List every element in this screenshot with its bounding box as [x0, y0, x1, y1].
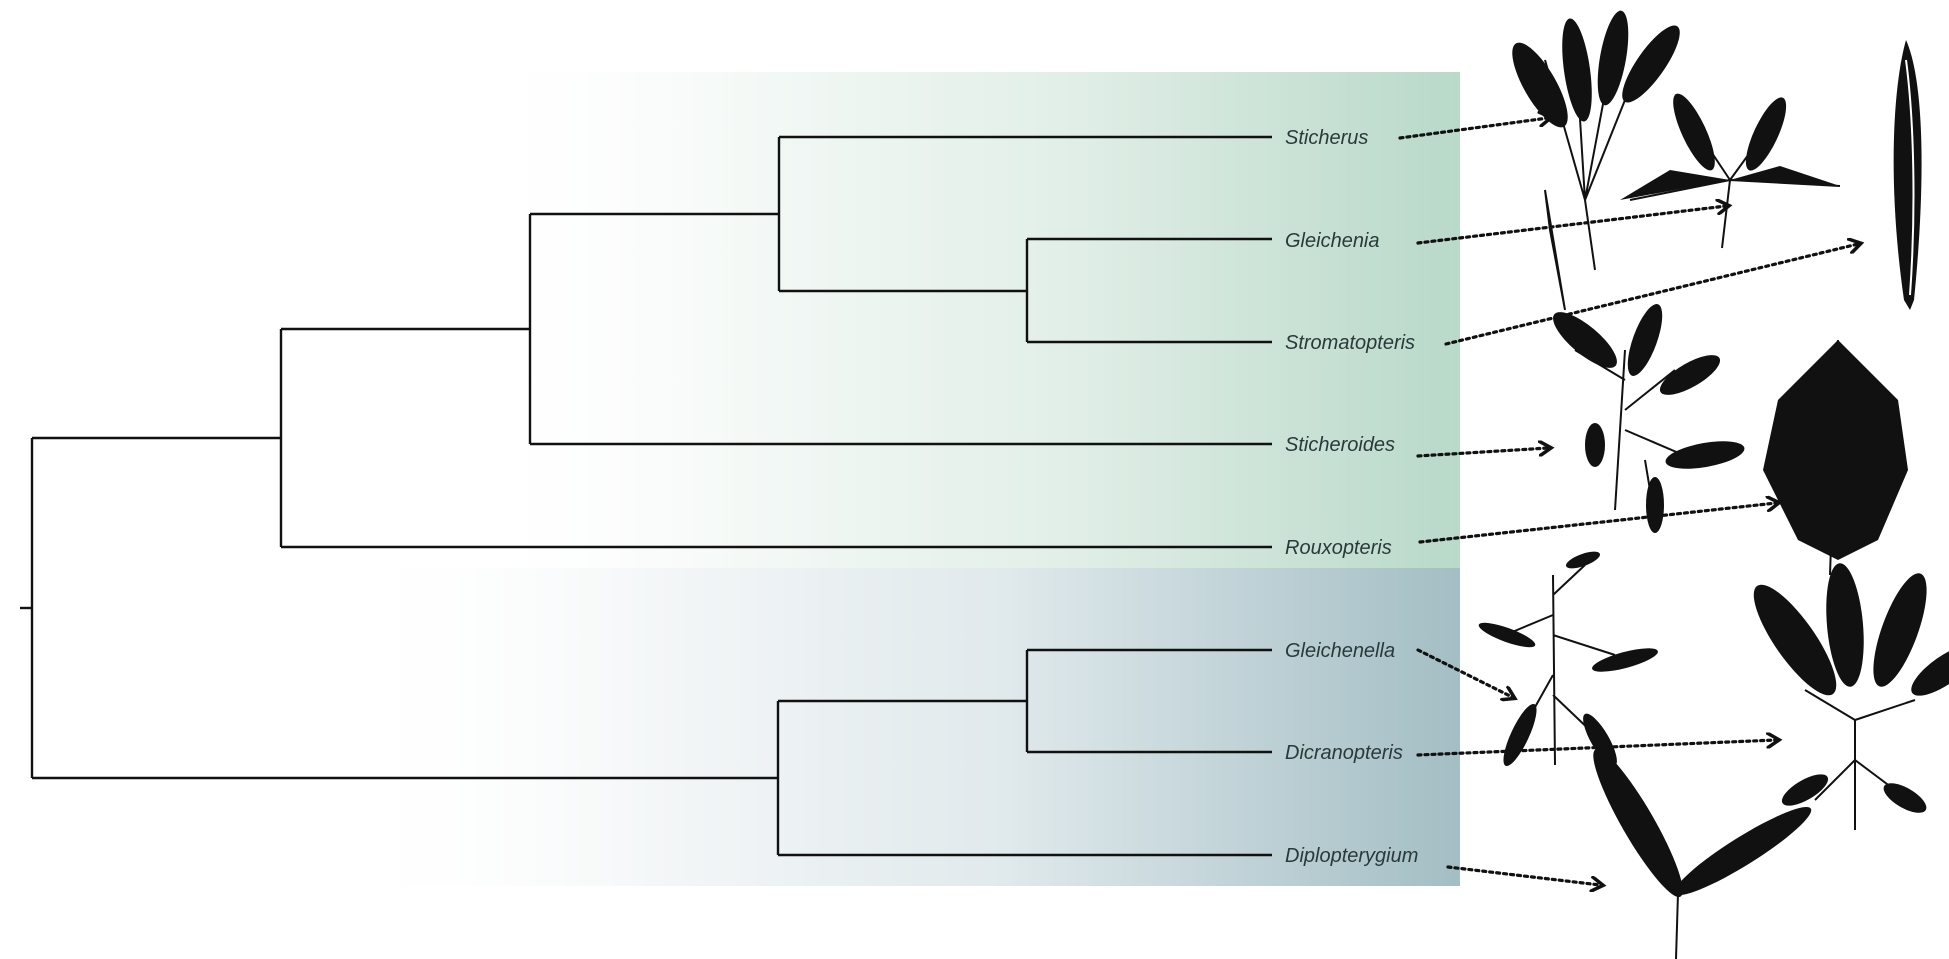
paired-pinna-frond-illustration [1593, 748, 1812, 959]
taxon-label-sticheroides: Sticheroides [1285, 434, 1395, 456]
taxon-label-rouxopteris: Rouxopteris [1285, 537, 1392, 559]
pointer-gleichenella [1416, 648, 1512, 697]
pointer-sticheroides [1416, 448, 1548, 458]
bipinnate-frond-illustration [1763, 339, 1908, 576]
sparse-branched-frond-illustration [1478, 551, 1658, 767]
pointer-sticherus [1398, 118, 1548, 140]
taxon-label-gleichenia: Gleichenia [1285, 230, 1380, 252]
taxon-label-dicranopteris: Dicranopteris [1285, 742, 1403, 764]
lower-clade-band [330, 568, 1460, 886]
forked-pinnate-frond-illustration [1620, 93, 1841, 249]
pointer-rouxopteris [1418, 503, 1776, 544]
taxon-label-gleichenella: Gleichenella [1285, 640, 1395, 662]
taxon-label-stromatopteris: Stromatopteris [1285, 332, 1415, 354]
upper-clade-band [460, 72, 1460, 568]
simple-linear-frond-illustration [1893, 40, 1922, 310]
taxon-label-diplopterygium: Diplopterygium [1285, 845, 1418, 867]
branched-frond-illustration [1553, 304, 1745, 533]
pointer-stromatopteris [1444, 244, 1858, 346]
fan-frond-illustration [1512, 10, 1680, 311]
pointer-diplopterygium [1446, 865, 1600, 885]
pseudodichotomous-frond-illustration [1753, 563, 1949, 830]
pointer-arrows [1398, 118, 1858, 885]
taxon-label-sticherus: Sticherus [1285, 127, 1368, 149]
pointer-gleichenia [1416, 206, 1726, 245]
tree-branches [20, 135, 1272, 857]
